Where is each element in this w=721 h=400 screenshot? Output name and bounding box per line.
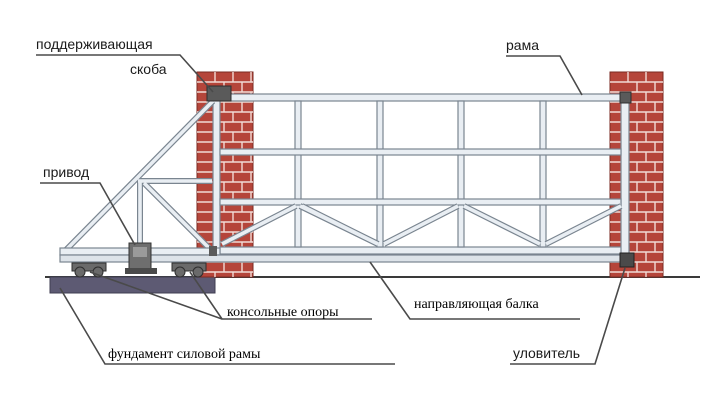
gate-frame — [212, 93, 630, 255]
drive-unit — [125, 242, 157, 274]
label-frame: рама — [506, 37, 539, 53]
label-catcher: уловитель — [513, 345, 580, 361]
leader-cantilever-b — [189, 271, 372, 320]
leader-catcher — [510, 267, 626, 365]
frame-top-rail — [212, 93, 630, 102]
leader-guide-beam — [369, 261, 580, 320]
label-foundation: фундамент силовой рамы — [108, 347, 261, 362]
leader-foundation — [59, 287, 395, 365]
leader-support-bracket — [36, 54, 214, 93]
leader-drive — [40, 182, 136, 246]
power-frame-foundation — [49, 276, 216, 294]
right-brick-pillar — [609, 71, 664, 278]
label-support-bracket-line2: скоба — [130, 61, 167, 77]
leader-frame — [506, 55, 583, 96]
leader-lines — [36, 54, 626, 365]
leader-cantilever-a — [89, 271, 223, 320]
label-guide-beam: направляющая балка — [414, 297, 540, 312]
cantilever-rollers — [71, 262, 207, 278]
frame-bottom-rail — [212, 246, 630, 255]
label-drive: привод — [43, 164, 89, 180]
support-bracket — [206, 85, 232, 102]
label-cantilever-supports: консольные опоры — [227, 305, 339, 320]
frame-right-post — [620, 93, 630, 255]
catcher — [619, 252, 635, 268]
frame-left-post — [212, 93, 221, 255]
label-support-bracket-line1: поддерживающая — [36, 36, 153, 52]
